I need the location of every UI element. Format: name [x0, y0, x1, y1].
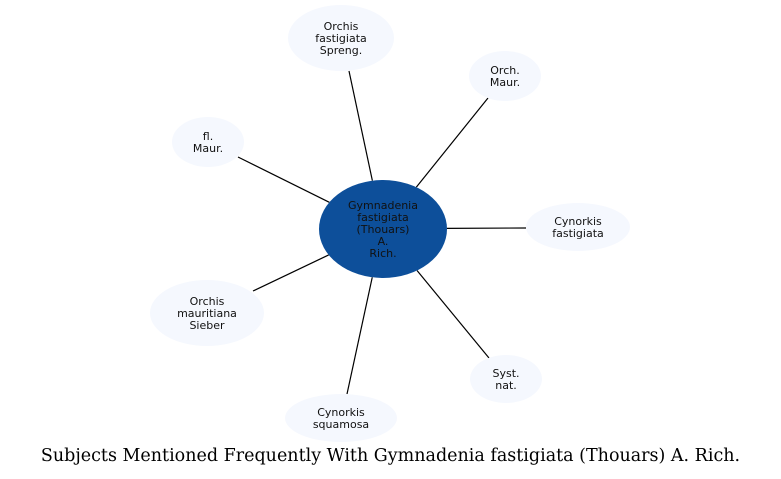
edge-fl-maur — [237, 156, 330, 203]
node-orch-maur-label-line: Orch. — [490, 64, 519, 77]
edges-layer — [237, 70, 527, 395]
node-cynorkis-squamosa-label-line: squamosa — [313, 418, 369, 431]
center-node-label-line: Rich. — [369, 247, 396, 260]
center-node-label-line: A. — [378, 235, 389, 248]
node-cynorkis-squamosa-shape — [285, 394, 397, 442]
node-cynorkis-fastigiata-shape — [526, 203, 630, 251]
node-orch-maur: Orch.Maur. — [469, 51, 541, 101]
edge-orchis-mauritiana-sieber — [252, 254, 329, 292]
node-fl-maur-shape — [172, 117, 244, 167]
edge-syst-nat — [416, 270, 490, 359]
node-orchis-fastigiata-spreng-label-line: Orchis — [324, 20, 359, 33]
node-orchis-mauritiana-sieber-label-line: mauritiana — [177, 307, 237, 320]
node-orchis-mauritiana-sieber-label-line: Orchis — [190, 295, 225, 308]
center-node-label-line: (Thouars) — [357, 223, 410, 236]
nodes-layer: OrchisfastigiataSpreng.Orch.Maur.Cynorki… — [150, 5, 630, 442]
node-orchis-fastigiata-spreng-label-line: Spreng. — [320, 44, 362, 57]
node-fl-maur-label-line: Maur. — [193, 142, 223, 155]
node-orchis-fastigiata-spreng-shape — [288, 5, 394, 71]
node-orch-maur-label-line: Maur. — [490, 76, 520, 89]
edge-cynorkis-squamosa — [346, 277, 373, 395]
node-fl-maur: fl.Maur. — [172, 117, 244, 167]
node-fl-maur-label-line: fl. — [203, 130, 213, 143]
edge-orch-maur — [415, 97, 489, 188]
center-node-shape — [319, 180, 447, 278]
node-syst-nat-shape — [470, 355, 542, 403]
node-syst-nat-label-line: nat. — [495, 379, 517, 392]
center-node-label-line: fastigiata — [357, 211, 409, 224]
node-cynorkis-fastigiata-label-line: fastigiata — [552, 227, 604, 240]
center-node-label-line: Gymnadenia — [348, 199, 418, 212]
node-orchis-fastigiata-spreng-label-line: fastigiata — [315, 32, 367, 45]
node-cynorkis-squamosa-label-line: Cynorkis — [317, 406, 365, 419]
node-syst-nat: Syst.nat. — [470, 355, 542, 403]
node-orch-maur-shape — [469, 51, 541, 101]
node-orchis-mauritiana-sieber-shape — [150, 280, 264, 346]
diagram-caption: Subjects Mentioned Frequently With Gymna… — [40, 446, 741, 466]
node-orchis-mauritiana-sieber-label-line: Sieber — [189, 319, 225, 332]
edge-orchis-fastigiata-spreng — [348, 70, 373, 181]
node-syst-nat-label-line: Syst. — [492, 367, 519, 380]
node-cynorkis-fastigiata-label-line: Cynorkis — [554, 215, 602, 228]
